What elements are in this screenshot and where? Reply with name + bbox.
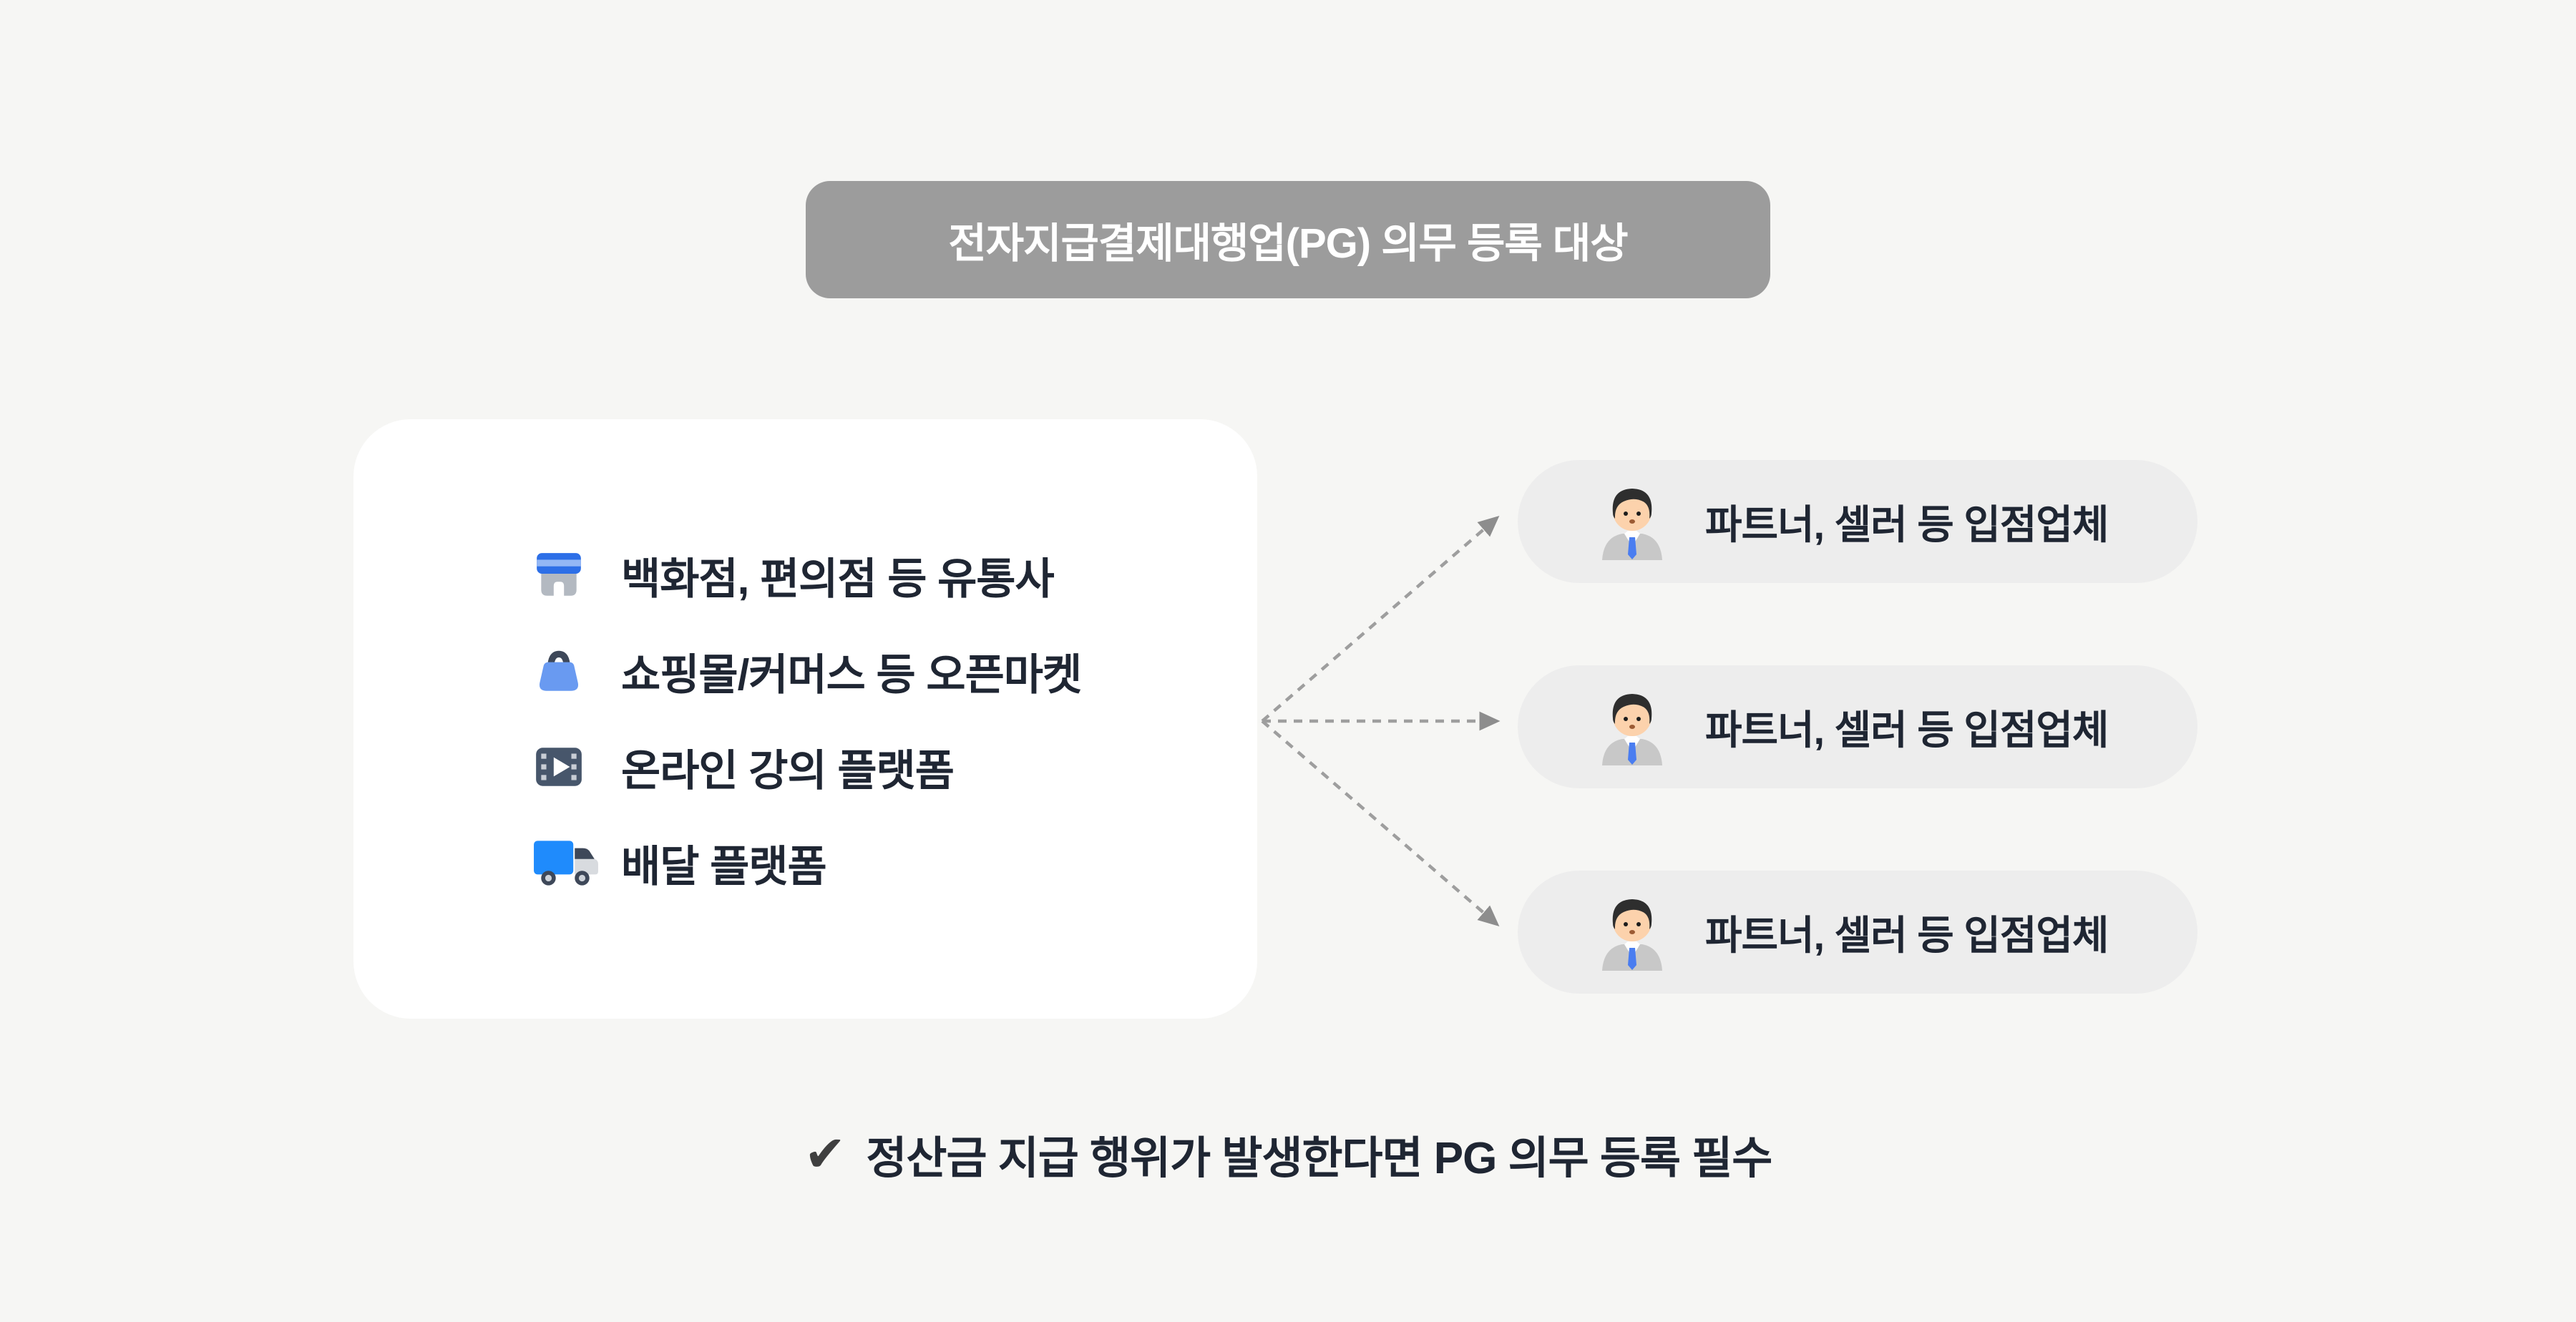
source-card: 백화점, 편의점 등 유통사 쇼핑몰/커머스 등 오픈마켓 xyxy=(353,419,1257,1019)
source-item-label: 쇼핑몰/커머스 등 오픈마켓 xyxy=(621,650,1082,699)
header-badge: 전자지급결제대행업(PG) 의무 등록 대상 xyxy=(806,181,1770,298)
footnote: ✔ 정산금 지급 행위가 발생한다면 PG 의무 등록 필수 xyxy=(804,1122,1773,1186)
video-icon xyxy=(532,740,604,793)
source-item-label: 백화점, 편의점 등 유통사 xyxy=(621,554,1055,603)
target-pill-label: 파트너, 셀러 등 입점업체 xyxy=(1705,501,2109,547)
shopping-bag-icon xyxy=(532,645,604,697)
businessman-icon xyxy=(1598,483,1667,560)
list-item: 쇼핑몰/커머스 등 오픈마켓 xyxy=(532,640,1257,702)
target-pill-label: 파트너, 셀러 등 입점업체 xyxy=(1705,912,2109,958)
source-item-label: 온라인 강의 플랫폼 xyxy=(621,746,955,795)
footnote-text: 정산금 지급 행위가 발생한다면 PG 의무 등록 필수 xyxy=(866,1134,1772,1183)
store-icon xyxy=(532,549,604,602)
diagram-title: 전자지급결제대행업(PG) 의무 등록 대상 xyxy=(948,220,1628,267)
businessman-icon xyxy=(1598,893,1667,971)
list-item: 온라인 강의 플랫폼 xyxy=(532,736,1257,798)
list-item: 배달 플랫폼 xyxy=(532,832,1257,893)
target-pill: 파트너, 셀러 등 입점업체 xyxy=(1518,665,2197,788)
fanout-arrows xyxy=(1261,516,1501,926)
list-item: 백화점, 편의점 등 유통사 xyxy=(532,544,1257,606)
target-pill: 파트너, 셀러 등 입점업체 xyxy=(1518,460,2197,583)
target-pill-label: 파트너, 셀러 등 입점업체 xyxy=(1705,707,2109,753)
arrow-to-target-1 xyxy=(1261,516,1500,723)
arrow-to-target-3 xyxy=(1261,720,1500,926)
target-pill: 파트너, 셀러 등 입점업체 xyxy=(1518,871,2197,994)
source-item-label: 배달 플랫폼 xyxy=(621,842,827,891)
checkmark-icon: ✔ xyxy=(804,1126,847,1182)
businessman-icon xyxy=(1598,688,1667,765)
delivery-truck-icon xyxy=(532,836,604,889)
